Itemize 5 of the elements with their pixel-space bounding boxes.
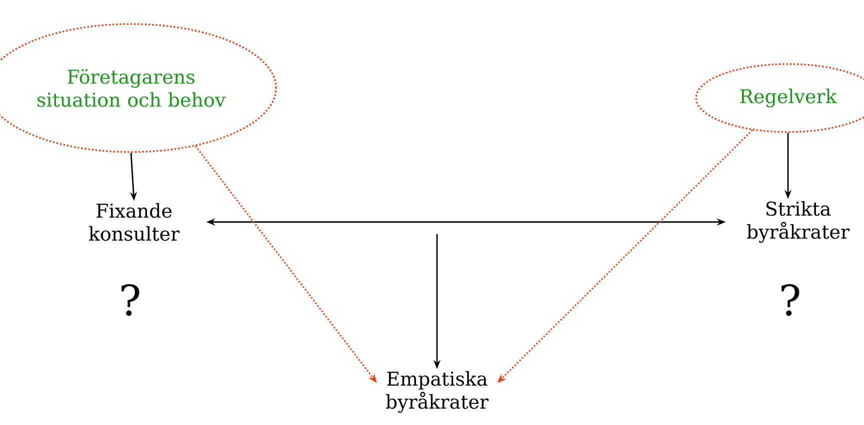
question-mark: ? [122,284,140,316]
node-label: Fixande konsulter [88,203,180,241]
node-label: Strikta byråkrater [746,201,850,243]
node-label: Empatiska byråkrater [386,371,489,413]
question-mark: ? [782,284,800,316]
